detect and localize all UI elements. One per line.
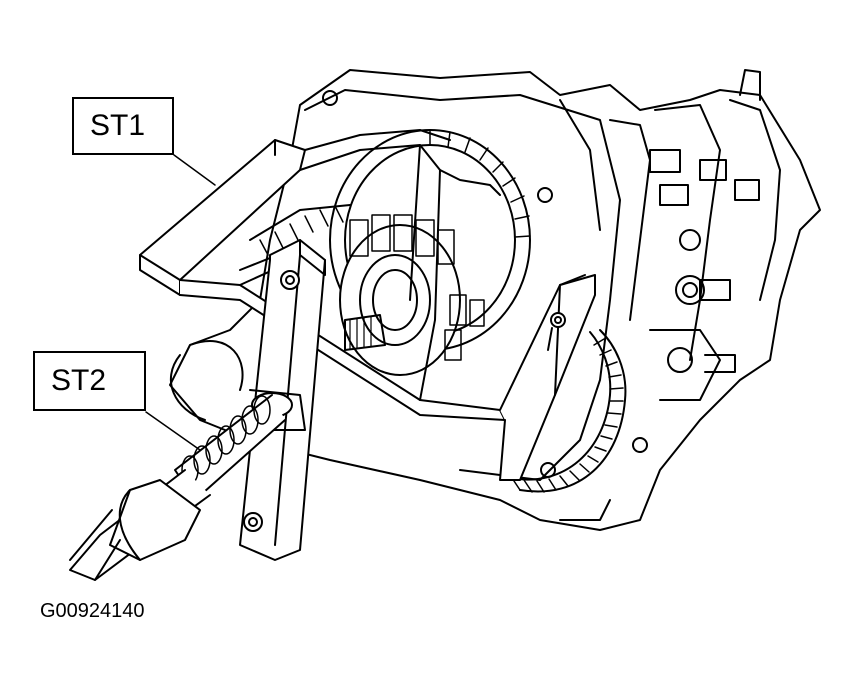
callout-st1: ST1 <box>72 97 174 155</box>
st1-puller-frame <box>139 129 596 481</box>
handle-extension <box>69 469 211 581</box>
st2-puller-arm <box>239 239 326 561</box>
leader-lines <box>145 154 216 451</box>
differential-gears <box>239 129 531 376</box>
figure-id: G00924140 <box>40 600 145 622</box>
ring-gear <box>509 329 627 493</box>
callout-st2: ST2 <box>33 351 146 411</box>
